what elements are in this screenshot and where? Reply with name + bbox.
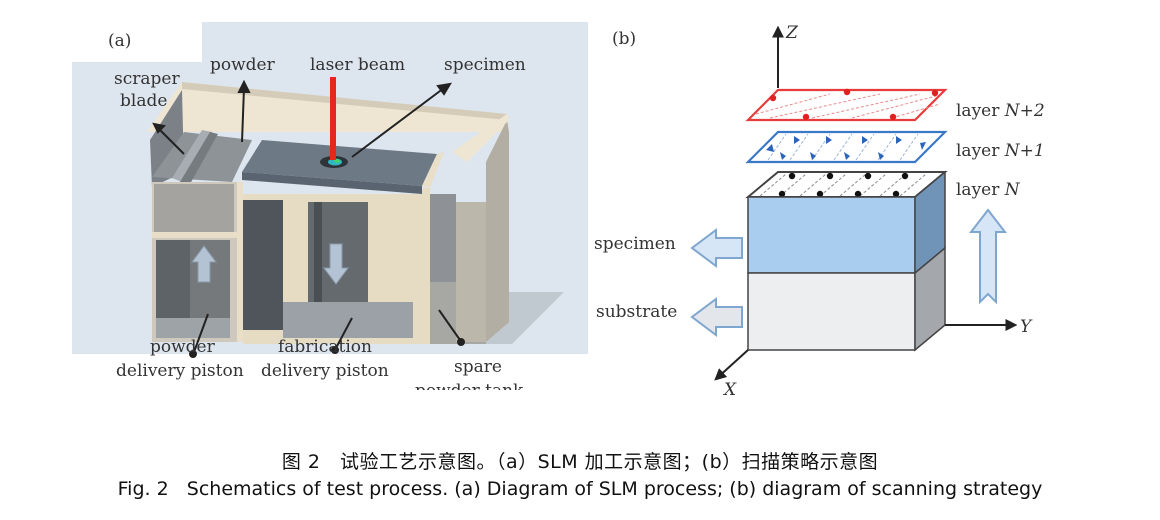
label-powder: powder: [210, 55, 276, 75]
build-plate-edge: [242, 172, 422, 194]
figure-caption-chinese: 图 2 试验工艺示意图。（a）SLM 加工示意图；(b）扫描策略示意图: [0, 447, 1160, 474]
x-axis-label: X: [722, 380, 737, 400]
laser-beam: [330, 77, 336, 160]
substrate-label: substrate: [596, 302, 677, 322]
label-laser-beam: laser beam: [310, 55, 405, 75]
layer-n1-text: layer: [956, 141, 1005, 161]
specimen-front-face: [747, 196, 916, 274]
figure-caption-english: Fig. 2 Schematics of test process. (a) D…: [0, 478, 1160, 500]
scraper-leader: [157, 127, 185, 155]
y-axis-label: Y: [1020, 317, 1033, 337]
scanning-strategy-diagram: (b) Z layer N+2: [594, 23, 1045, 400]
layer-n-plus-2: [745, 88, 948, 122]
panel-b-label: (b): [612, 29, 636, 49]
left-chamber-upper: [154, 184, 234, 232]
spt-dot: [457, 338, 465, 346]
build-direction-arrow-icon: [968, 208, 1008, 305]
pdp-leader: [193, 313, 209, 353]
label-spt-line2: powder tank: [415, 381, 524, 390]
powder-arrowhead: [237, 79, 251, 93]
layer-n-index: N: [1004, 180, 1021, 200]
right-tank-top-edge: [422, 152, 444, 188]
layer-n2-scan-markers: [769, 88, 939, 121]
layer-n1-index: N+1: [1004, 141, 1045, 161]
layer-n1-scan-markers: [766, 136, 926, 160]
back-wall-top: [147, 82, 509, 132]
substrate-front-face: [747, 272, 916, 351]
specimen-block: [745, 170, 948, 352]
fdp-dot: [331, 346, 339, 354]
down-arrow-icon: [323, 243, 349, 285]
scraper-blade-shade: [180, 132, 218, 184]
layer-n1-label: layer N+1: [956, 141, 1045, 161]
caption-cn-text: 图 2 试验工艺示意图。（a）SLM 加工示意图；(b）扫描策略示意图: [281, 451, 879, 473]
label-scraper-line2: blade: [120, 91, 167, 111]
specimen-arrowhead: [436, 82, 452, 96]
panel-a-label: (a): [108, 31, 131, 51]
layer-n-top-face: [745, 171, 948, 198]
mid-chamber-dark-left: [243, 200, 283, 330]
fdp-leader: [335, 317, 353, 349]
scraper-arrowhead: [152, 122, 167, 134]
specimen-leader: [351, 87, 445, 158]
label-spt-line1: spare: [454, 357, 502, 377]
label-fdp-line2: delivery piston: [261, 361, 389, 381]
specimen-pointer-arrow-icon: [690, 228, 743, 268]
left-chamber-dark: [156, 240, 190, 320]
layer-n2-label: layer N+2: [956, 101, 1045, 121]
scraper-blade: [172, 130, 212, 182]
layer-n-plus-1: [745, 130, 948, 164]
x-axis: [714, 349, 749, 381]
layer-n-scan-markers: [778, 172, 909, 198]
right-tank-side: [456, 202, 486, 342]
right-outer-wall: [486, 120, 509, 342]
mid-floor: [283, 302, 413, 338]
layer-n2-index: N+2: [1004, 101, 1045, 121]
back-wall-edge: [182, 82, 507, 120]
fabrication-piston-shade: [314, 202, 322, 337]
powder-leader: [241, 87, 245, 143]
mid-wall-left: [237, 182, 243, 342]
up-arrow-icon: [191, 245, 217, 283]
spt-leader: [438, 309, 461, 341]
panel-b-scanning-strategy: (b) Z layer N+2: [590, 22, 1070, 402]
z-axis-label: Z: [785, 23, 799, 43]
label-pdp-line1: powder: [150, 337, 216, 357]
pdp-dot: [189, 350, 197, 358]
label-scraper-line1: scraper: [114, 69, 180, 89]
right-tank-wall: [422, 188, 430, 344]
specimen-label: specimen: [594, 234, 676, 254]
label-pdp-line2: delivery piston: [116, 361, 244, 381]
layer-n2-text: layer: [956, 101, 1005, 121]
caption-en-text: Fig. 2 Schematics of test process. (a) D…: [117, 478, 1043, 500]
layer-n-text: layer: [956, 180, 1005, 200]
label-specimen: specimen: [444, 55, 526, 75]
slm-machine-illustration: (a) scraper blade powder laser beam spec…: [72, 22, 588, 401]
panel-a-slm-schematic: (a) scraper blade powder laser beam spec…: [72, 22, 588, 401]
layer-n-label: layer N: [956, 180, 1021, 200]
right-outer-wall-top: [452, 114, 509, 162]
label-fdp-line1: fabrication: [278, 337, 372, 357]
layer-n2-hatch: [755, 93, 941, 119]
leader-lines: [152, 79, 465, 358]
substrate-pointer-arrow-icon: [690, 297, 743, 337]
left-floor: [156, 318, 230, 338]
left-chamber-divider: [152, 232, 237, 238]
